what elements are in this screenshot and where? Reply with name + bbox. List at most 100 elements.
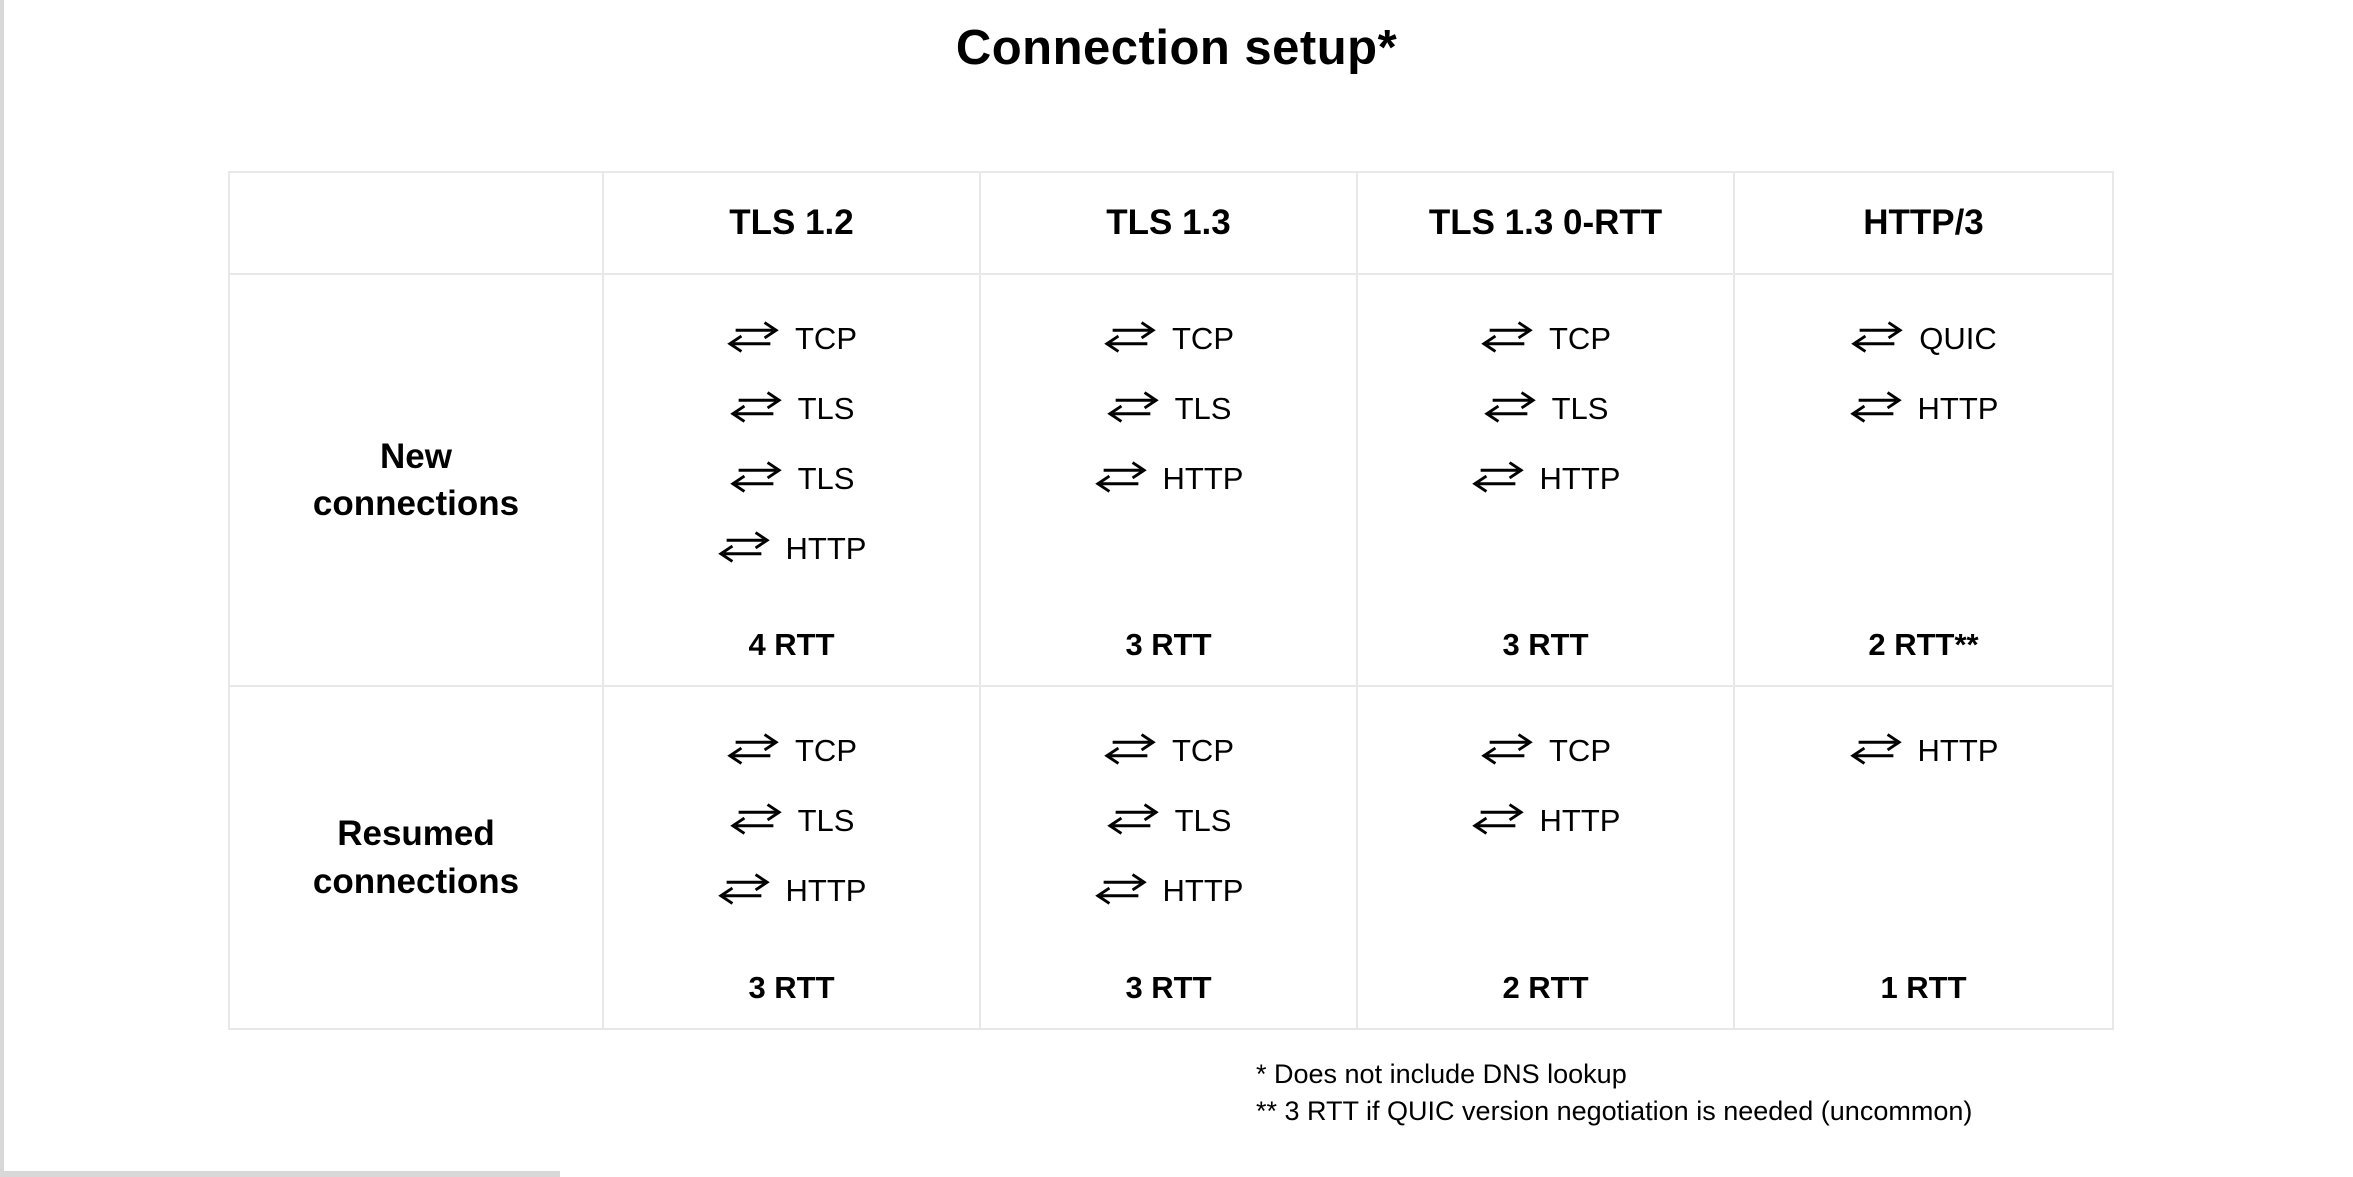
protocol-stack: HTTP xyxy=(1849,729,1999,773)
protocol-line: TCP xyxy=(1103,317,1234,361)
round-trip-arrows-icon xyxy=(1849,733,1902,765)
protocol-line: HTTP xyxy=(1849,387,1999,431)
protocol-line: HTTP xyxy=(1471,457,1621,501)
round-trip-arrows-icon xyxy=(1104,321,1156,353)
data-cell: TCP TLS HTTP 3 RTT xyxy=(981,687,1358,1028)
footnotes: * Does not include DNS lookup ** 3 RTT i… xyxy=(1256,1056,1972,1130)
protocol-name: TCP xyxy=(1172,733,1234,768)
round-trip-arrows-icon xyxy=(727,733,779,765)
protocol-name: HTTP xyxy=(1162,461,1244,496)
protocol-name: TLS xyxy=(797,803,855,838)
protocol-name: TLS xyxy=(1551,391,1609,426)
round-trip-arrows-icon xyxy=(727,321,779,353)
data-cell: TCP HTTP 2 RTT xyxy=(1358,687,1735,1028)
round-trip-arrows-icon xyxy=(1483,391,1536,423)
protocol-stack: TCP TLS TLS HTTP xyxy=(717,317,867,571)
round-trip-arrows-icon xyxy=(1106,391,1159,423)
protocol-name: HTTP xyxy=(785,531,867,566)
round-trip-arrows-icon xyxy=(729,391,782,423)
rtt-value: 1 RTT xyxy=(1880,970,1967,1005)
protocol-name: TLS xyxy=(1174,803,1232,838)
protocol-name: HTTP xyxy=(1539,803,1621,838)
rtt-value: 2 RTT xyxy=(1502,970,1589,1005)
rtt-value: 2 RTT** xyxy=(1868,627,1979,662)
row-label-cell: New connections xyxy=(230,275,604,687)
round-trip-arrows-icon xyxy=(1481,321,1533,353)
protocol-line: TLS xyxy=(1106,387,1232,431)
protocol-line: HTTP xyxy=(1094,869,1244,913)
protocol-line: QUIC xyxy=(1850,317,1997,361)
protocol-line: TCP xyxy=(726,729,857,773)
protocol-name: TLS xyxy=(1174,391,1232,426)
page-title: Connection setup* xyxy=(955,21,1398,75)
round-trip-arrows-icon xyxy=(717,531,770,563)
protocol-stack: QUIC HTTP xyxy=(1849,317,1999,431)
round-trip-arrows-icon xyxy=(1104,733,1156,765)
round-trip-arrows-icon xyxy=(729,461,782,493)
column-header: TLS 1.2 xyxy=(604,173,981,275)
footnote: ** 3 RTT if QUIC version negotiation is … xyxy=(1256,1096,1973,1126)
rtt-value: 4 RTT xyxy=(748,627,835,662)
protocol-line: TCP xyxy=(1480,729,1611,773)
column-header: TLS 1.3 xyxy=(981,173,1358,275)
round-trip-arrows-icon xyxy=(1851,321,1904,353)
row-label-cell: Resumed connections xyxy=(230,687,604,1028)
protocol-line: TLS xyxy=(1483,387,1609,431)
data-cell: TCP TLS HTTP 3 RTT xyxy=(981,275,1358,687)
protocol-name: HTTP xyxy=(1162,873,1244,908)
protocol-name: HTTP xyxy=(785,873,867,908)
protocol-name: QUIC xyxy=(1919,321,1997,356)
protocol-stack: TCP HTTP xyxy=(1471,729,1621,843)
protocol-name: HTTP xyxy=(1917,733,1999,768)
rtt-value: 3 RTT xyxy=(1502,627,1589,662)
round-trip-arrows-icon xyxy=(1094,873,1147,905)
round-trip-arrows-icon xyxy=(1106,803,1159,835)
protocol-name: TCP xyxy=(795,733,857,768)
data-cell: HTTP 1 RTT xyxy=(1735,687,2112,1028)
rtt-value: 3 RTT xyxy=(1125,970,1212,1005)
protocol-stack: TCP TLS HTTP xyxy=(717,729,867,913)
footnote: * Does not include DNS lookup xyxy=(1256,1059,1627,1089)
data-cell: TCP TLS HTTP 3 RTT xyxy=(604,687,981,1028)
protocol-name: TCP xyxy=(1549,733,1611,768)
data-cell: TCP TLS HTTP 3 RTT xyxy=(1358,275,1735,687)
protocol-line: TLS xyxy=(1106,799,1232,843)
protocol-line: HTTP xyxy=(717,869,867,913)
protocol-stack: TCP TLS HTTP xyxy=(1471,317,1621,501)
column-header: TLS 1.3 0-RTT xyxy=(1358,173,1735,275)
row-label: Resumed connections xyxy=(312,814,520,901)
slide-left-edge xyxy=(0,0,4,1177)
column-header: HTTP/3 xyxy=(1735,173,2112,275)
protocol-name: TCP xyxy=(795,321,857,356)
round-trip-arrows-icon xyxy=(1471,803,1524,835)
round-trip-arrows-icon xyxy=(1849,391,1902,423)
protocol-name: TCP xyxy=(1549,321,1611,356)
data-cell: QUIC HTTP 2 RTT** xyxy=(1735,275,2112,687)
protocol-line: HTTP xyxy=(1471,799,1621,843)
data-cell: TCP TLS TLS HTTP 4 RTT xyxy=(604,275,981,687)
slide-bottom-edge xyxy=(0,1171,560,1177)
protocol-line: HTTP xyxy=(1094,457,1244,501)
round-trip-arrows-icon xyxy=(729,803,782,835)
protocol-line: TLS xyxy=(729,799,855,843)
rtt-value: 3 RTT xyxy=(1125,627,1212,662)
corner-cell xyxy=(230,173,604,275)
round-trip-arrows-icon xyxy=(1471,461,1524,493)
round-trip-arrows-icon xyxy=(1094,461,1147,493)
protocol-name: TLS xyxy=(797,461,855,496)
protocol-line: HTTP xyxy=(717,527,867,571)
protocol-name: HTTP xyxy=(1917,391,1999,426)
round-trip-arrows-icon xyxy=(1481,733,1533,765)
protocol-line: TCP xyxy=(1480,317,1611,361)
protocol-line: TCP xyxy=(1103,729,1234,773)
rtt-value: 3 RTT xyxy=(748,970,835,1005)
protocol-stack: TCP TLS HTTP xyxy=(1094,317,1244,501)
protocol-line: TLS xyxy=(729,457,855,501)
protocol-line: TCP xyxy=(726,317,857,361)
protocol-stack: TCP TLS HTTP xyxy=(1094,729,1244,913)
protocol-name: HTTP xyxy=(1539,461,1621,496)
row-label: New connections xyxy=(312,436,520,523)
protocol-name: TLS xyxy=(797,391,855,426)
